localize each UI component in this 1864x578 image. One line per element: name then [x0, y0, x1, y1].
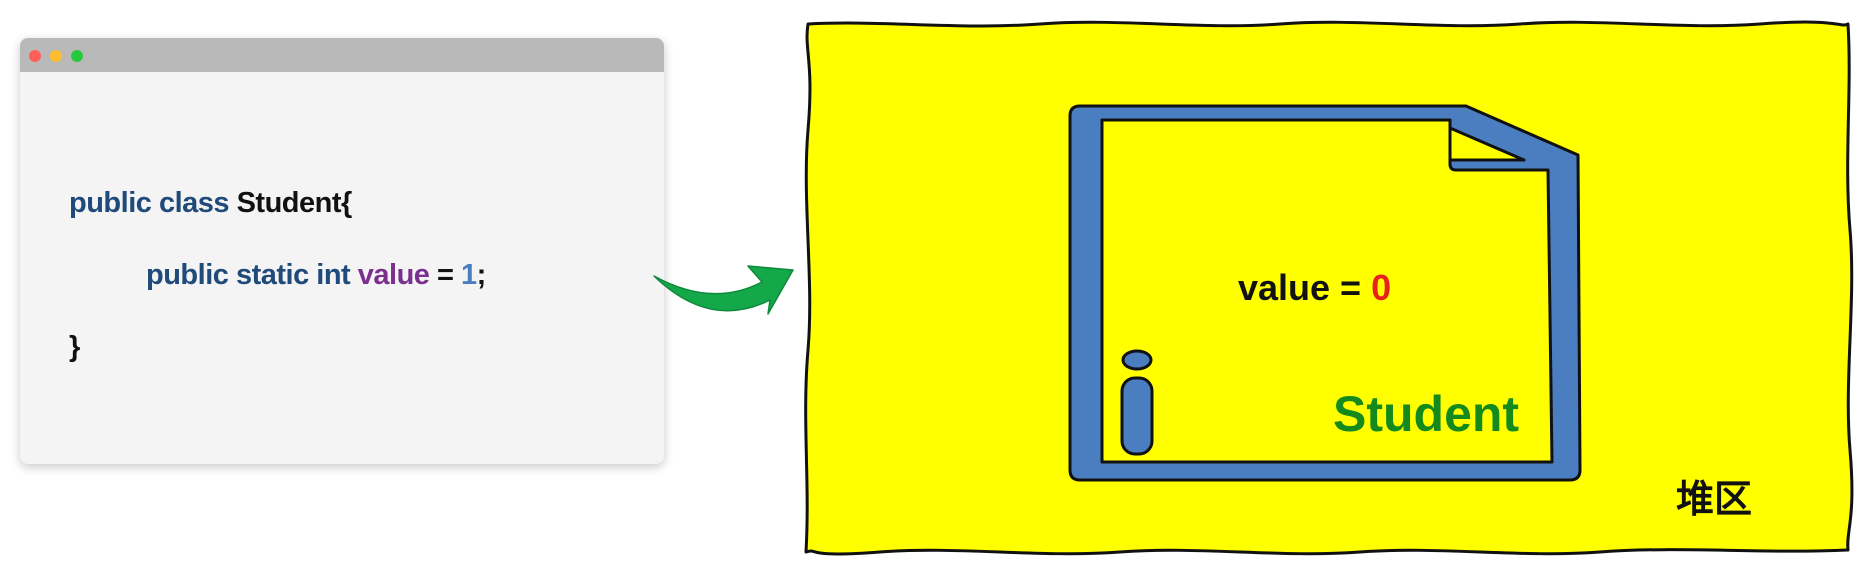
maximize-window-dot[interactable] [71, 50, 83, 62]
window-titlebar [20, 38, 664, 72]
field-name-label: value = [1238, 267, 1372, 308]
code-line-field-declaration: public static int value = 1; [146, 259, 486, 292]
code-line-class-declaration: public class Student{ [69, 187, 352, 220]
folded-corner [1448, 126, 1526, 162]
code-keyword: public static int [146, 259, 358, 291]
code-brace: } [69, 331, 80, 363]
object-field-value: value = 0 [1238, 267, 1391, 309]
field-default-value: 0 [1371, 267, 1392, 308]
object-inner-area [1100, 118, 1554, 464]
code-operator: = [429, 259, 461, 291]
arrow-icon [653, 265, 794, 315]
minimize-window-dot[interactable] [50, 50, 62, 62]
code-semicolon: ; [476, 259, 487, 291]
code-line-closing-brace: } [69, 331, 80, 364]
object-class-label: Student [1333, 386, 1520, 442]
code-keyword: public class [69, 187, 237, 219]
code-identifier: value [357, 259, 430, 291]
info-icon [1120, 349, 1154, 456]
code-window: public class Student{ public static int … [20, 38, 664, 464]
code-number: 1 [460, 259, 477, 291]
heap-area-label: 堆区 [1676, 477, 1753, 521]
close-window-dot[interactable] [29, 50, 41, 62]
code-class-name: Student{ [236, 187, 353, 219]
